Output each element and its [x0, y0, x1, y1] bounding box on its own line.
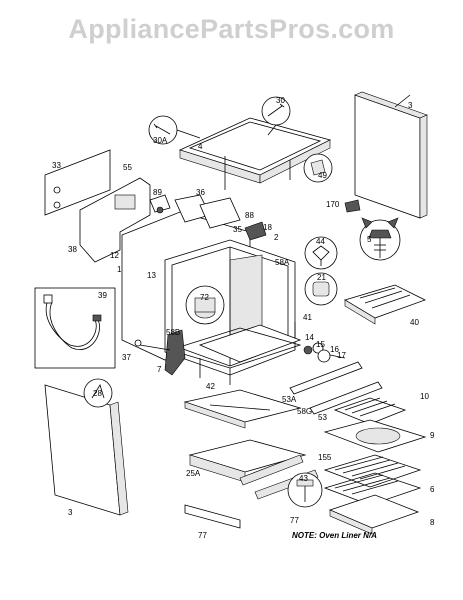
label-9: 9: [430, 431, 435, 440]
oven-racks-6: [323, 454, 422, 506]
callout-39-cord: [34, 287, 116, 369]
label-40: 40: [410, 318, 419, 327]
label-155: 155: [318, 453, 332, 462]
callout-30a: [148, 115, 201, 145]
label-2: 2: [274, 233, 279, 242]
label-25a: 25A: [186, 469, 201, 478]
label-5: 5: [367, 235, 372, 244]
label-7: 7: [157, 365, 162, 374]
part-170: [344, 199, 361, 213]
label-170: 170: [326, 200, 340, 209]
back-panel-33: [44, 149, 111, 216]
label-72: 72: [200, 293, 209, 302]
label-53a: 53A: [282, 395, 297, 404]
label-35: 35: [233, 225, 242, 234]
control-parts: [294, 322, 346, 363]
label-42: 42: [206, 382, 215, 391]
label-44: 44: [316, 237, 325, 246]
drawer-panel-8: [328, 494, 420, 535]
callout-44: [304, 236, 338, 270]
label-1: 1: [117, 265, 122, 274]
label-13: 13: [147, 271, 156, 280]
back-panel-55: [79, 177, 151, 263]
toe-kick-77: [184, 504, 241, 529]
label-18: 18: [263, 223, 272, 232]
label-49: 49: [318, 171, 327, 180]
oven-liner-note: NOTE: Oven Liner N/A: [292, 531, 377, 540]
oven-body: [121, 211, 302, 385]
label-58a: 58A: [275, 258, 290, 267]
label-21: 21: [317, 273, 326, 282]
label-30a: 30A: [153, 136, 168, 145]
brackets-upper: [149, 194, 267, 241]
label-77-a: 77: [290, 516, 299, 525]
label-15: 15: [316, 340, 325, 349]
callout-49: [303, 153, 333, 183]
label-41: 41: [303, 313, 312, 322]
side-panel-left: [44, 384, 129, 516]
label-14: 14: [305, 333, 314, 342]
drawer-bottom-25a: [188, 439, 307, 483]
callout-21: [304, 272, 338, 306]
label-30: 30: [276, 96, 285, 105]
label-33: 33: [52, 161, 61, 170]
label-89: 89: [153, 188, 162, 197]
label-39: 39: [98, 291, 107, 300]
label-53: 53: [318, 413, 327, 422]
broil-grid-10: [333, 397, 407, 425]
callout-28: [83, 378, 113, 408]
hinge-7: [134, 329, 186, 376]
label-58b: 58B: [166, 328, 180, 337]
label-17: 17: [337, 351, 346, 360]
watermark: AppliancePartsPros.com: [68, 14, 395, 44]
callout-30: [261, 96, 291, 136]
label-77-b: 77: [198, 531, 207, 540]
label-4: 4: [198, 142, 203, 151]
label-3-left: 3: [68, 508, 73, 517]
label-88: 88: [245, 211, 254, 220]
side-panel-right: [354, 91, 428, 219]
callout-5: [359, 217, 401, 261]
label-43: 43: [299, 474, 308, 483]
broil-pan-9: [323, 419, 427, 453]
callout-43: [287, 472, 323, 508]
label-16: 16: [330, 345, 339, 354]
part-labels: 3 30 30A 4 49 33 55 89 36 88 18 35 2 12 …: [52, 96, 435, 540]
label-37: 37: [122, 353, 131, 362]
label-58g: 58G: [297, 407, 312, 416]
oven-bottom-42: [183, 389, 302, 429]
label-12: 12: [110, 251, 119, 260]
label-55: 55: [123, 163, 132, 172]
label-28: 28: [93, 389, 102, 398]
label-3-right: 3: [408, 101, 413, 110]
callout-72: [185, 285, 225, 325]
drawer-rack-40: [344, 284, 427, 325]
top-frame: [178, 117, 332, 190]
label-6: 6: [430, 485, 435, 494]
label-36: 36: [196, 188, 205, 197]
label-10: 10: [420, 392, 429, 401]
label-38: 38: [68, 245, 77, 254]
label-8: 8: [430, 518, 435, 527]
